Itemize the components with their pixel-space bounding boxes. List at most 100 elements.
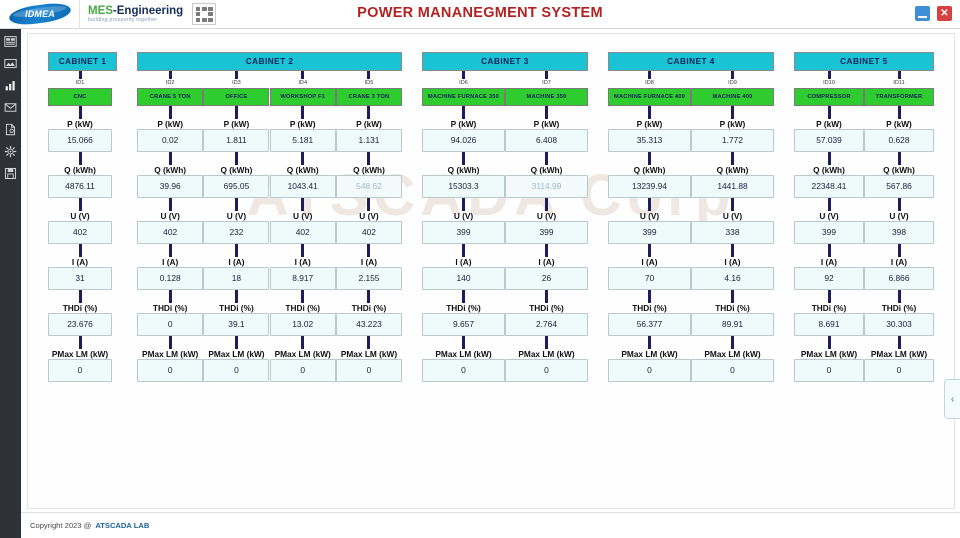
- connector-line: [367, 243, 371, 257]
- metric-value-box[interactable]: 0: [864, 358, 934, 382]
- metric-value-box[interactable]: 402: [269, 220, 336, 244]
- sidebar-item-settings[interactable]: [2, 143, 19, 160]
- metric-value-box[interactable]: 1.131: [335, 128, 402, 152]
- metric-value-box[interactable]: 8.691: [794, 312, 864, 336]
- cabinet-header[interactable]: CABINET 5: [794, 52, 934, 71]
- metric-value-box[interactable]: 0: [505, 358, 588, 382]
- device-box[interactable]: CRANE 5 TON: [137, 87, 204, 106]
- metric-value-box[interactable]: 399: [794, 220, 864, 244]
- metric-value-box[interactable]: 0: [608, 358, 691, 382]
- cabinet-header[interactable]: CABINET 1: [48, 52, 118, 71]
- metric-value-box[interactable]: 399: [608, 220, 691, 244]
- device-box[interactable]: COMPRESSOR: [794, 87, 864, 106]
- metric-value-box[interactable]: 0: [137, 312, 204, 336]
- metric-value-box[interactable]: 140: [422, 266, 505, 290]
- device-box[interactable]: WORKSHOP F1: [269, 87, 336, 106]
- sidebar-item-dashboard[interactable]: [2, 33, 19, 50]
- metric-value-box[interactable]: 15303.3: [422, 174, 505, 198]
- sidebar-item-monitor[interactable]: [2, 55, 19, 72]
- metric-value-box[interactable]: 39.96: [137, 174, 204, 198]
- metric-value-box[interactable]: 39.1: [203, 312, 270, 336]
- metric-value-box[interactable]: 57.039: [794, 128, 864, 152]
- metric-value-box[interactable]: 5.181: [269, 128, 336, 152]
- metric-value-box[interactable]: 402: [335, 220, 402, 244]
- metric-value-box[interactable]: 1.772: [691, 128, 774, 152]
- device-id-label: ID1: [75, 79, 85, 86]
- minimize-button[interactable]: [915, 6, 930, 21]
- metric-value-box[interactable]: 56.377: [608, 312, 691, 336]
- metric-value-box[interactable]: 26: [505, 266, 588, 290]
- metric-value-box[interactable]: 8.917: [269, 266, 336, 290]
- metric-value-box[interactable]: 3114.99: [505, 174, 588, 198]
- close-button[interactable]: ✕: [937, 6, 952, 21]
- metric-value-box[interactable]: 43.223: [335, 312, 402, 336]
- device-box[interactable]: MACHINE 350: [505, 87, 588, 106]
- metric-value-box[interactable]: 398: [864, 220, 934, 244]
- metric-value-box[interactable]: 0: [691, 358, 774, 382]
- metric-value-box[interactable]: 89.91: [691, 312, 774, 336]
- metric-value-box[interactable]: 4.16: [691, 266, 774, 290]
- metric-value-box[interactable]: 94.026: [422, 128, 505, 152]
- metric-value-box[interactable]: 0.02: [137, 128, 204, 152]
- cabinet-header[interactable]: CABINET 4: [608, 52, 774, 71]
- metric-value-box[interactable]: 402: [48, 220, 112, 244]
- metric-value-box[interactable]: 92: [794, 266, 864, 290]
- metric-value-box[interactable]: 0: [335, 358, 402, 382]
- metric-value-box[interactable]: 338: [691, 220, 774, 244]
- metric-value-box[interactable]: 2.155: [335, 266, 402, 290]
- metric-value-box[interactable]: 0: [422, 358, 505, 382]
- device-box[interactable]: MACHINE 400: [691, 87, 774, 106]
- metric-value-box[interactable]: 6.866: [864, 266, 934, 290]
- metric-value-box[interactable]: 695.05: [203, 174, 270, 198]
- sidebar-item-messages[interactable]: [2, 99, 19, 116]
- metric-value-box[interactable]: 15.066: [48, 128, 112, 152]
- metric-value-box[interactable]: 31: [48, 266, 112, 290]
- cabinet-header[interactable]: CABINET 3: [422, 52, 588, 71]
- device-box[interactable]: OFFICE: [203, 87, 270, 106]
- metric-value-box[interactable]: 4876.11: [48, 174, 112, 198]
- metric-value-box[interactable]: 0.128: [137, 266, 204, 290]
- metric-value-box[interactable]: 23.676: [48, 312, 112, 336]
- sidebar-item-reports[interactable]: [2, 77, 19, 94]
- metric-value-box[interactable]: 0: [203, 358, 270, 382]
- cabinet-header[interactable]: CABINET 2: [137, 52, 402, 71]
- metric-value-box[interactable]: 22348.41: [794, 174, 864, 198]
- sidebar-item-documents[interactable]: [2, 121, 19, 138]
- metric-value-box[interactable]: 1043.41: [269, 174, 336, 198]
- metric-value-box[interactable]: 0: [794, 358, 864, 382]
- metric-value-box[interactable]: 30.303: [864, 312, 934, 336]
- metric-value-box[interactable]: 6.408: [505, 128, 588, 152]
- logo-divider: [79, 0, 80, 29]
- metric-value-box[interactable]: 0: [137, 358, 204, 382]
- device-box[interactable]: MACHINE FURNACE 400: [608, 87, 691, 106]
- device-box[interactable]: TRANSFORMER: [864, 87, 934, 106]
- metric-value-box[interactable]: 548.62: [335, 174, 402, 198]
- device-box[interactable]: CNC: [48, 87, 112, 106]
- device-box[interactable]: MACHINE FURNACE 350: [422, 87, 505, 106]
- metric-value-box[interactable]: 13.02: [269, 312, 336, 336]
- metric-value-box[interactable]: 1441.88: [691, 174, 774, 198]
- metric-value-box[interactable]: 0.628: [864, 128, 934, 152]
- metric-value-box[interactable]: 2.764: [505, 312, 588, 336]
- metric-value-box[interactable]: 13239.94: [608, 174, 691, 198]
- metric-value-box[interactable]: 35.313: [608, 128, 691, 152]
- metric-value-box[interactable]: 0: [48, 358, 112, 382]
- metric-label: I (A): [538, 256, 555, 267]
- sidebar-item-save[interactable]: [2, 165, 19, 182]
- metric-value-box[interactable]: 567.86: [864, 174, 934, 198]
- metric-value-box[interactable]: 399: [505, 220, 588, 244]
- metric-value-box[interactable]: 232: [203, 220, 270, 244]
- metric-value-box[interactable]: 9.657: [422, 312, 505, 336]
- panel-collapse-toggle[interactable]: ‹: [944, 379, 960, 419]
- company-link[interactable]: ATSCADA LAB: [95, 521, 150, 530]
- metric-value-box[interactable]: 402: [137, 220, 204, 244]
- connector-line: [78, 105, 82, 119]
- metric-value-box[interactable]: 70: [608, 266, 691, 290]
- metric-value-box[interactable]: 18: [203, 266, 270, 290]
- metric-value-box[interactable]: 399: [422, 220, 505, 244]
- connector-line: [897, 289, 901, 303]
- metric-value-box[interactable]: 0: [269, 358, 336, 382]
- device-box[interactable]: CRANE 3 TON: [335, 87, 402, 106]
- metric-value-box[interactable]: 1.811: [203, 128, 270, 152]
